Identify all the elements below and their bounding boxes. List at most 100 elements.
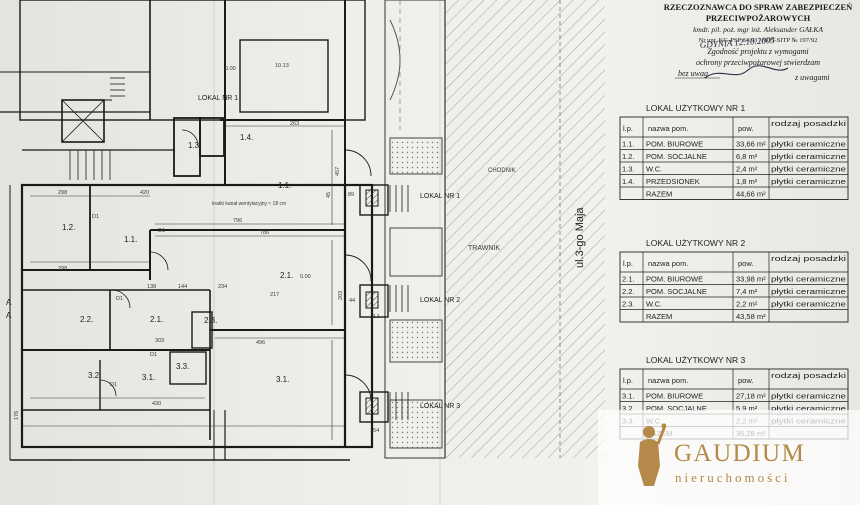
room-label: 3.1.	[142, 373, 155, 382]
table-header: nazwa pom.	[648, 124, 688, 133]
dimension-label: 457	[335, 167, 341, 176]
dimension-label: 203	[338, 291, 344, 300]
room-label: 3.1.	[276, 375, 289, 384]
table-cell: 3.2.	[622, 404, 635, 413]
dimension-label: 89	[348, 192, 354, 198]
area-table-2: LOKAL UŻYTKOWY NR 2l.p.nazwa pom.pow.rod…	[619, 238, 849, 323]
brand-name: GAUDIUM	[674, 440, 806, 467]
dimension-label: 176	[14, 411, 20, 420]
dimension-label: 2.1	[372, 314, 380, 320]
dimension-label: 420	[140, 190, 149, 196]
street-label: ul.3-go Maja	[574, 207, 586, 268]
table-cell: 1.2.	[622, 152, 635, 161]
room-label: 1.4.	[240, 133, 253, 142]
table-cell: 43,58 m²	[736, 312, 766, 321]
table-cell: POM. SOCJALNE	[646, 287, 707, 296]
table-cell: 1,8 m²	[736, 177, 758, 186]
dimension-label: 298	[58, 266, 67, 272]
table-cell: POM. SOCJALNE	[646, 152, 707, 161]
table-cell: 3.1.	[622, 392, 635, 401]
room-label: 3.2.	[88, 371, 101, 380]
dimension-label: 44	[349, 298, 355, 304]
table-cell: W.C.	[646, 300, 662, 309]
room-label: 1.2.	[62, 223, 75, 232]
dimension-label: 303	[155, 338, 164, 344]
door-label: D1	[92, 214, 99, 220]
table-header: pow.	[738, 259, 753, 268]
table-cell: płytki ceramiczne	[771, 394, 846, 401]
svg-text:RZECZOZNAWCA DO SPRAW ZABEZPIE: RZECZOZNAWCA DO SPRAW ZABEZPIECZEŃ	[664, 2, 853, 12]
table-cell: 2.2.	[622, 287, 635, 296]
section-mark: A	[6, 311, 12, 320]
table-header: pow.	[738, 376, 753, 385]
svg-text:bez uwag: bez uwag	[678, 69, 708, 78]
planter-beds	[389, 0, 443, 449]
unit-label: LOKAL NR 2	[420, 297, 460, 304]
table-header: l.p.	[623, 124, 633, 133]
area-table-1: LOKAL UŻYTKOWY NR 1l.p.nazwa pom.pow.rod…	[619, 103, 849, 200]
table-cell: 2,4 m²	[736, 165, 758, 174]
dimension-label: 0.00	[225, 66, 236, 72]
table-cell: 27,18 m²	[736, 392, 766, 401]
dimension-label: 144	[178, 284, 187, 290]
unit-label: LOKAL NR 1	[420, 193, 460, 200]
dimension-label: 786	[260, 230, 269, 236]
table-cell: 2.1.	[622, 275, 635, 284]
watermark: GAUDIUM nieruchomości	[598, 410, 860, 505]
dimension-label: 430	[152, 401, 161, 407]
room-label: 1.3.	[188, 141, 201, 150]
table-title: LOKAL UŻYTKOWY NR 3	[646, 355, 745, 365]
room-label: 2.2.	[80, 315, 93, 324]
svg-text:z uwagami: z uwagami	[794, 73, 829, 82]
table-title: LOKAL UŻYTKOWY NR 1	[646, 103, 745, 113]
table-cell: 7,4 m²	[736, 287, 758, 296]
table-cell: W.C.	[646, 165, 662, 174]
room-labels: 1.1.1.2.1.1.1.3.1.4.2.1.2.2.2.1.2.3.3.1.…	[62, 133, 293, 388]
table-cell: RAZEM	[646, 190, 672, 199]
unit-label: LOKAL NR 1	[198, 95, 238, 102]
table-cell: płytki ceramiczne	[771, 277, 846, 284]
table-cell: RAZEM	[646, 312, 672, 321]
dimension-label: 263	[290, 121, 299, 127]
sidewalk-hatch	[445, 0, 605, 458]
room-label: 2.3.	[204, 316, 217, 325]
dimension-label: 234	[218, 284, 227, 290]
table-cell: płytki ceramiczne	[771, 167, 846, 174]
table-header: l.p.	[623, 259, 633, 268]
svg-text:PRZECIWPOŻAROWYCH: PRZECIWPOŻAROWYCH	[706, 13, 811, 23]
table-cell: 44,66 m²	[736, 190, 766, 199]
table-header: pow.	[738, 124, 753, 133]
section-mark: A	[6, 298, 12, 307]
table-cell: płytki ceramiczne	[771, 154, 846, 161]
table-header: nazwa pom.	[648, 376, 688, 385]
table-header: rodzaj posadzki	[771, 373, 847, 380]
table-cell: POM. SOCJALNE	[646, 404, 707, 413]
table-cell: płytki ceramiczne	[771, 142, 846, 149]
table-cell: 33,98 m²	[736, 275, 766, 284]
room-label: 3.3.	[176, 362, 189, 371]
door-label: D1	[158, 228, 165, 234]
svg-text:kmdr. pil. poż. mgr inż. Aleks: kmdr. pil. poż. mgr inż. Aleksander GAŁK…	[693, 25, 823, 34]
dimension-label: 138	[147, 284, 156, 290]
statue-figure-icon	[632, 420, 666, 490]
dimension-label: 217	[270, 292, 279, 298]
vent-annotation: kratki kanał wentylacyjny ≈ 18 cm	[212, 201, 286, 207]
brand-tagline: nieruchomości	[675, 470, 791, 485]
room-label: 2.1.	[150, 315, 163, 324]
door-label: D1	[110, 382, 117, 388]
table-cell: POM. BIUROWE	[646, 140, 703, 149]
svg-text:Nr upr. KG-PSP 84/93 | NOT-SIT: Nr upr. KG-PSP 84/93 | NOT-SITP № 197/92	[699, 37, 818, 44]
table-cell: płytki ceramiczne	[771, 289, 846, 296]
table-cell: PRZEDSIONEK	[646, 177, 700, 186]
handwritten-signature	[704, 65, 789, 79]
table-cell: 2,2 m²	[736, 300, 758, 309]
dimension-label: 154	[370, 428, 379, 434]
unit-label: LOKAL NR 3	[420, 403, 460, 410]
table-cell: płytki ceramiczne	[771, 179, 846, 186]
table-cell: 6,8 m²	[736, 152, 758, 161]
room-label: 2.1.	[280, 271, 293, 280]
dimension-label: 796	[233, 218, 242, 224]
table-cell: 1.4.	[622, 177, 635, 186]
table-header: l.p.	[623, 376, 633, 385]
